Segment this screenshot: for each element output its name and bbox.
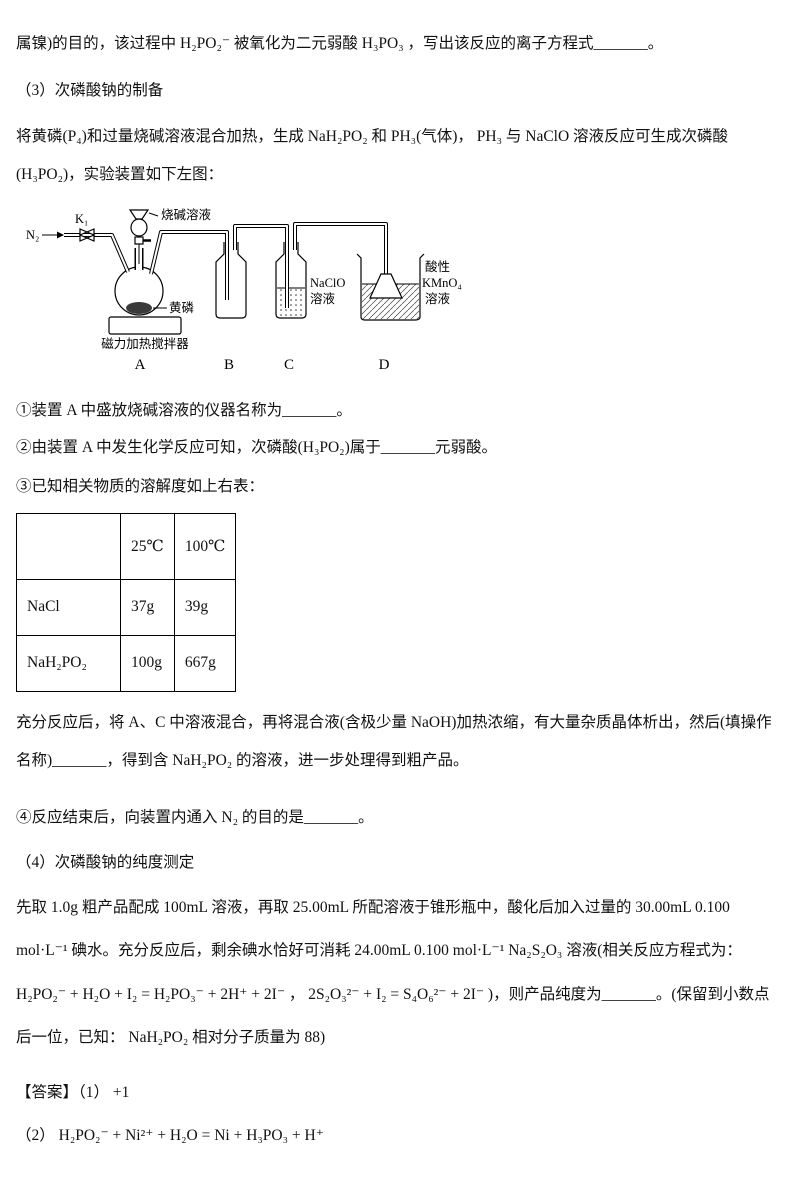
continuation-paragraph: 属镍)的目的，该过程中 H₂PO₂⁻ 被氧化为二元弱酸 H₃PO₃ ，写出该反应…	[16, 35, 664, 52]
table-header-100c: 100℃	[173, 512, 237, 580]
question-4: ④反应结束后，向装置内通入 N₂ 的目的是_______。	[16, 808, 374, 826]
table-cell: 37g	[120, 578, 175, 636]
yellow-phosphorus-blob	[126, 302, 152, 315]
kmno4-label-line2: KMnO₄	[422, 276, 462, 290]
apparatus-label-b: B	[224, 357, 234, 373]
k1-label: K₁	[75, 212, 88, 226]
section4-body: 先取 1.0g 粗产品配成 100mL 溶液，再取 25.00mL 所配溶液于锥…	[16, 898, 770, 1046]
section3-title: （3）次磷酸钠的制备	[16, 82, 164, 100]
stopcock	[134, 236, 144, 245]
stirrer-label: 磁力加热搅拌器	[101, 336, 189, 351]
table-cell: 100g	[120, 634, 175, 692]
n2-arrow	[42, 231, 64, 239]
table-header-empty	[16, 512, 121, 580]
naclo-label-line1: NaClO	[310, 276, 345, 290]
answer-2: （2） H₂PO₂⁻ + Ni²⁺ + H₂O = Ni + H₃PO₃ + H…	[16, 1127, 324, 1145]
table-cell: NaH₂PO₂	[16, 634, 121, 692]
gas-washing-bottle-c	[275, 242, 307, 319]
section3-intro: 将黄磷(P₄)和过量烧碱溶液混合加热，生成 NaH₂PO₂ 和 PH₃(气体)，…	[16, 128, 729, 184]
yellow-phosphorus-label: 黄磷	[169, 300, 195, 315]
kmno4-label-line1: 酸性	[425, 259, 450, 274]
apparatus-diagram: N₂ K₁ 烧碱溶液 黄磷 磁力加热搅拌器 NaClO 溶液 酸性 KMnO₄ …	[24, 207, 780, 381]
apparatus-label-a: A	[135, 357, 146, 373]
solubility-table: 25℃ 100℃ NaCl 37g 39g NaH₂PO₂ 100g 667g	[16, 512, 237, 692]
question-1: ①装置 A 中盛放烧碱溶液的仪器名称为_______。	[16, 402, 352, 420]
n2-label: N₂	[26, 228, 39, 242]
question-2: ②由装置 A 中发生化学反应可知，次磷酸(H₃PO₂)属于_______元弱酸。	[16, 439, 497, 457]
after-table-paragraph: 充分反应后，将 A、C 中溶液混合，再将混合液(含极少量 NaOH)加热浓缩，有…	[16, 713, 772, 769]
valve-k1	[78, 228, 96, 243]
magnetic-stirrer-box	[108, 316, 182, 335]
table-cell: NaCl	[16, 578, 121, 636]
kmno4-label-line3: 溶液	[425, 291, 451, 306]
apparatus-label-d: D	[379, 357, 390, 373]
table-header-25c: 25℃	[120, 512, 175, 580]
inverted-funnel	[369, 273, 403, 299]
naoh-leader-line	[148, 212, 159, 217]
table-header-row: 25℃ 100℃	[16, 512, 237, 580]
table-row-nah2po2: NaH₂PO₂ 100g 667g	[16, 634, 237, 692]
table-cell: 667g	[173, 634, 237, 692]
table-cell: 39g	[173, 578, 237, 636]
gas-tubes	[64, 222, 388, 309]
safety-bottle-b	[215, 242, 247, 319]
table-row-nacl: NaCl 37g 39g	[16, 578, 237, 636]
naclo-liquid	[277, 288, 305, 318]
naoh-solution-label: 烧碱溶液	[161, 208, 212, 222]
naclo-label-line2: 溶液	[310, 291, 336, 306]
question-3: ③已知相关物质的溶解度如上右表：	[16, 478, 265, 496]
apparatus-label-c: C	[284, 357, 294, 373]
document-page: 属镍)的目的，该过程中 H₂PO₂⁻ 被氧化为二元弱酸 H₃PO₃ ，写出该反应…	[16, 35, 780, 1145]
dropping-funnel	[128, 209, 151, 265]
apparatus-diagram-svg: N₂ K₁ 烧碱溶液 黄磷 磁力加热搅拌器 NaClO 溶液 酸性 KMnO₄ …	[26, 207, 462, 373]
answer-header: 【答案】（1） +1	[16, 1084, 130, 1102]
section4-title: （4）次磷酸钠的纯度测定	[16, 853, 195, 871]
